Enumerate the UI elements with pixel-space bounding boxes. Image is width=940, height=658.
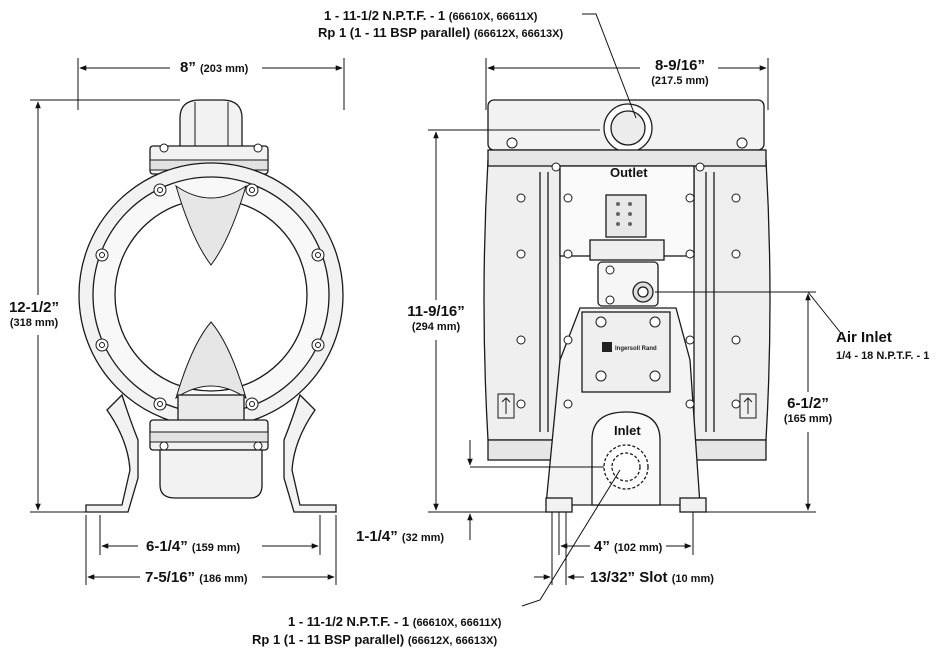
- flow-arrow-icons: [497, 393, 757, 419]
- top-port-spec-line1: 1 - 11-1/2 N.P.T.F. - 1 (66610X, 66611X): [324, 8, 538, 23]
- front-view-dimensions: [30, 58, 345, 585]
- air-inlet-height-label: 6-1/2” (165 mm): [783, 395, 833, 425]
- side-view-pump: [483, 99, 771, 513]
- front-height-label: 12-1/2” (318 mm): [8, 299, 60, 329]
- bottom-port-spec-line2: Rp 1 (1 - 11 BSP parallel) (66612X, 6661…: [252, 632, 498, 647]
- air-inlet-spec: 1/4 - 18 N.P.T.F. - 1: [836, 350, 930, 362]
- top-port-spec-line2: Rp 1 (1 - 11 BSP parallel) (66612X, 6661…: [318, 25, 564, 40]
- front-base-width-label: 7-5/16” (186 mm): [145, 569, 248, 586]
- front-view-pump: [78, 99, 344, 513]
- ingersoll-rand-logo: Ingersoll Rand: [602, 342, 657, 352]
- outlet-label: Outlet: [610, 165, 648, 180]
- front-width-label: 8” (203 mm): [180, 59, 249, 76]
- side-view-port-holes: [616, 202, 632, 226]
- callout-leaders: [521, 13, 841, 607]
- slot-label: 13/32” Slot (10 mm): [590, 569, 714, 586]
- side-width-label: 8-9/16” (217.5 mm): [651, 57, 709, 87]
- inlet-height-label: 1-1/4” (32 mm): [356, 528, 445, 545]
- svg-text:Ingersoll Rand: Ingersoll Rand: [615, 346, 657, 352]
- air-inlet-label: Air Inlet: [836, 329, 892, 346]
- bottom-port-spec-line1: 1 - 11-1/2 N.P.T.F. - 1 (66610X, 66611X): [288, 614, 502, 629]
- side-height-label: 11-9/16” (294 mm): [407, 303, 465, 333]
- side-foot-span-label: 4” (102 mm): [594, 538, 663, 555]
- side-view-dimensions: [428, 58, 816, 585]
- front-view-bolts: [95, 143, 325, 451]
- front-foot-span-label: 6-1/4” (159 mm): [146, 538, 241, 555]
- inlet-label: Inlet: [614, 423, 641, 438]
- side-view-bolts: [506, 137, 748, 409]
